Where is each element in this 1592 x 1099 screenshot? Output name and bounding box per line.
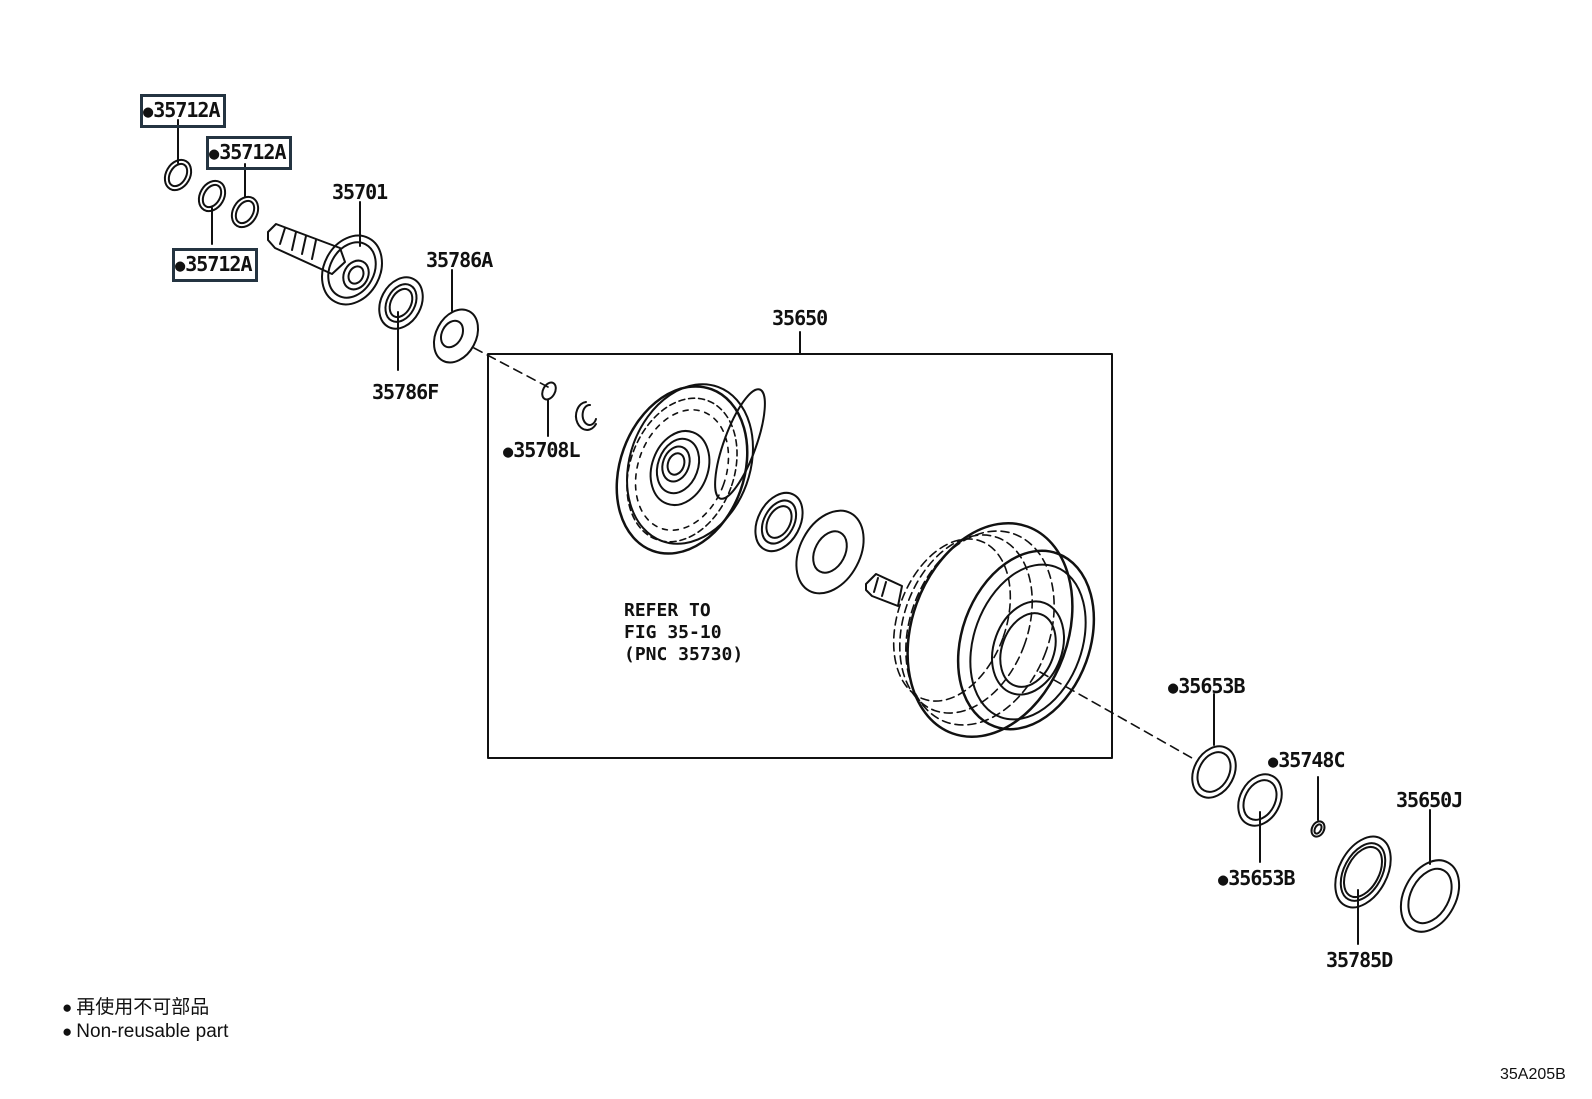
snap-ring <box>575 401 597 431</box>
thrust-bearing-35785D <box>1334 835 1392 909</box>
legend-jp-text: 再使用不可部品 <box>76 997 210 1018</box>
non-reusable-marker-icon: ● <box>1218 870 1228 890</box>
part-label-35712A-bottom[interactable]: ●35712A <box>172 248 258 282</box>
seal-ring-35653B-lower <box>1237 773 1283 827</box>
part-number: 35701 <box>332 180 388 204</box>
legend-japanese: ●再使用不可部品 <box>62 996 209 1020</box>
refer-note-line1: REFER TO <box>624 600 711 621</box>
thrust-bearing-35786F <box>378 276 424 330</box>
figure-id: 35A205B <box>1500 1066 1566 1083</box>
part-label-35712A-middle[interactable]: ●35712A <box>206 136 292 170</box>
refer-note[interactable]: REFER TO FIG 35-10 (PNC 35730) <box>624 600 743 666</box>
shaft-35701 <box>267 223 383 306</box>
non-reusable-marker-icon: ● <box>1268 752 1278 772</box>
needle-bearing <box>754 491 804 553</box>
refer-note-line2: FIG 35-10 <box>624 622 722 643</box>
seal-rings-35712A <box>163 158 260 229</box>
center-lines <box>473 347 1193 759</box>
part-label-35701[interactable]: 35701 <box>332 180 388 204</box>
part-number: 35708L <box>513 438 580 462</box>
part-number: 35786F <box>372 380 439 404</box>
thrust-washer <box>795 509 865 595</box>
assembly-frame <box>487 353 1113 759</box>
part-number: 35653B <box>1178 674 1245 698</box>
part-number: 35712A <box>153 98 220 122</box>
non-reusable-marker-icon: ● <box>62 1022 73 1041</box>
seal-ring-35653B-upper <box>1191 745 1237 799</box>
part-number: 35712A <box>185 252 252 276</box>
part-label-35653B-lower[interactable]: ●35653B <box>1218 866 1296 892</box>
clutch-drum-35650 <box>865 521 1096 739</box>
part-number: 35712A <box>219 140 286 164</box>
refer-note-line3: (PNC 35730) <box>624 644 744 665</box>
non-reusable-marker-icon: ● <box>209 144 219 164</box>
o-ring-35708L <box>541 381 557 401</box>
part-label-35785D[interactable]: 35785D <box>1326 948 1393 972</box>
part-label-35712A-top[interactable]: ●35712A <box>140 94 226 128</box>
non-reusable-marker-icon: ● <box>175 256 185 276</box>
part-number: 35786A <box>426 248 493 272</box>
part-label-35708L[interactable]: ●35708L <box>503 438 581 464</box>
part-label-35650[interactable]: 35650 <box>772 306 828 330</box>
legend-english: ●Non-reusable part <box>62 1020 228 1044</box>
part-number: 35650 <box>772 306 828 330</box>
part-label-35650J[interactable]: 35650J <box>1396 788 1463 812</box>
o-ring-35748C <box>1310 820 1326 838</box>
non-reusable-marker-icon: ● <box>1168 678 1178 698</box>
thrust-washer-35650J <box>1399 859 1461 933</box>
part-number: 35653B <box>1228 866 1295 890</box>
part-number: 35650J <box>1396 788 1463 812</box>
part-label-35786A[interactable]: 35786A <box>426 248 493 272</box>
part-label-35786F[interactable]: 35786F <box>372 380 439 404</box>
non-reusable-marker-icon: ● <box>62 998 73 1017</box>
part-number: 35785D <box>1326 948 1393 972</box>
non-reusable-marker-icon: ● <box>503 442 513 462</box>
part-label-35748C[interactable]: ●35748C <box>1268 748 1346 774</box>
part-label-35653B-upper[interactable]: ●35653B <box>1168 674 1246 700</box>
thrust-washer-35786A <box>432 308 480 364</box>
clutch-drum-gear <box>615 383 766 555</box>
legend-en-text: Non-reusable part <box>76 1021 229 1042</box>
non-reusable-marker-icon: ● <box>143 102 153 122</box>
part-number: 35748C <box>1278 748 1345 772</box>
